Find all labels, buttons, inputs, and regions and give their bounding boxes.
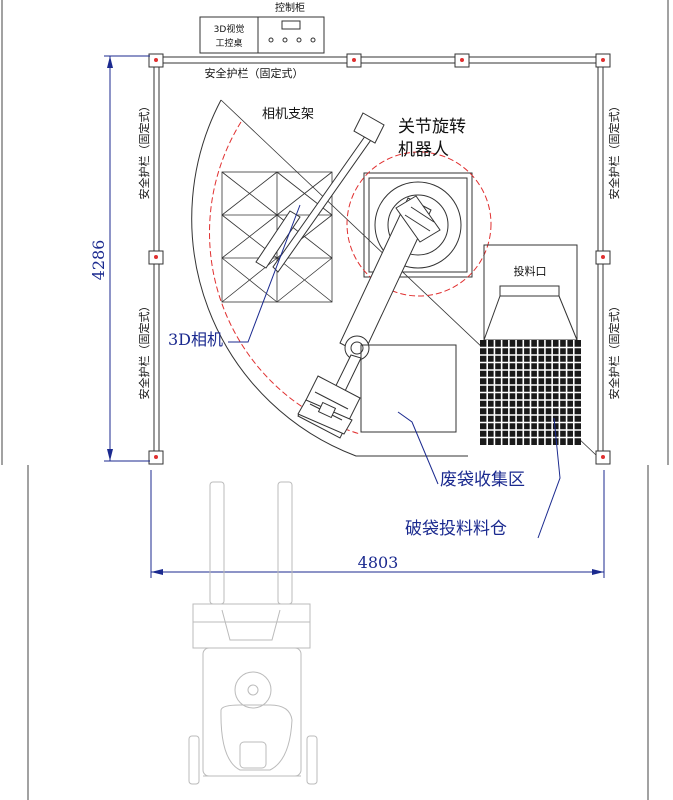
fence-top-label: 安全护栏（固定式） [205, 66, 304, 80]
dimension-width [150, 470, 605, 578]
camera-3d-label: 3D相机 [168, 330, 223, 349]
robot-gripper [297, 375, 361, 439]
dimension-width-label: 4803 [358, 553, 399, 572]
robot-work-envelope [191, 99, 468, 457]
camera-stand [221, 171, 333, 303]
vision-console-label-2: 工控桌 [215, 37, 242, 49]
fence-left-lower-label: 安全护栏（固定式） [137, 301, 151, 400]
fence-posts [148, 53, 611, 465]
feed-port [483, 244, 578, 341]
vision-console-label-1: 3D视觉 [214, 23, 245, 35]
fence-post-dots [154, 58, 605, 459]
fence-right-upper-label: 安全护栏（固定式） [607, 101, 621, 200]
robot-arm [321, 195, 441, 419]
fence-right-lower-label: 安全护栏（固定式） [607, 301, 621, 400]
robot-base [363, 172, 473, 278]
robot-label-1: 关节旋转 [398, 117, 466, 137]
control-cabinet-label: 控制柜 [275, 1, 305, 14]
dimension-height-label: 4286 [89, 240, 108, 281]
leader-lines [228, 204, 561, 539]
robot-label-2: 机器人 [398, 140, 449, 160]
bag-breaking-bin-grid [480, 340, 581, 445]
forklift-outline [188, 481, 318, 785]
dimension-height [104, 55, 150, 462]
camera-boom [255, 112, 385, 273]
waste-bag-area-box [360, 344, 457, 433]
feed-port-label: 投料口 [514, 264, 547, 278]
robot-reach-circle [346, 151, 492, 297]
control-cabinet [199, 16, 325, 54]
bag-breaking-bin-label: 破袋投料料仓 [405, 519, 507, 539]
fence-left-upper-label: 安全护栏（固定式） [137, 101, 151, 200]
waste-bag-area-label: 废袋收集区 [440, 470, 525, 490]
camera-stand-label: 相机支架 [262, 107, 314, 122]
